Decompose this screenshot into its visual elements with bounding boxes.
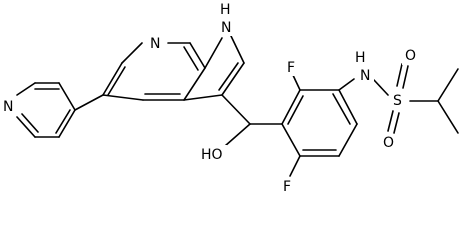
bond: [402, 65, 409, 89]
bond: [21, 113, 39, 133]
bond: [281, 123, 301, 157]
bond: [102, 94, 144, 101]
atom-label-oxygen-upper: O: [405, 48, 416, 64]
bond: [281, 89, 301, 125]
bond: [289, 155, 301, 177]
bond: [221, 62, 245, 96]
bond: [58, 109, 76, 138]
bond: [189, 42, 206, 69]
bond: [204, 37, 223, 69]
bond: [338, 123, 358, 157]
bond: [121, 42, 143, 64]
bond: [224, 123, 251, 147]
bond: [338, 89, 358, 125]
bond: [102, 62, 123, 96]
atom-label-fluoro-top: F: [287, 60, 295, 76]
bond: [230, 35, 245, 64]
atom-label-n-azaindole-ring: N: [150, 36, 160, 52]
bond: [107, 66, 126, 96]
atom-label-sulfonamide-h: H: [355, 50, 366, 66]
atom-label-fluoro-bottom: F: [283, 179, 291, 195]
bond: [183, 67, 206, 101]
bond: [393, 112, 400, 134]
bond: [437, 100, 459, 134]
bond: [218, 62, 239, 91]
atom-label-oxygen-lower: O: [383, 135, 394, 151]
bond: [16, 116, 36, 138]
bond: [58, 82, 76, 111]
bond: [332, 93, 351, 125]
bond: [396, 63, 403, 87]
atom-label-sulfur: S: [393, 93, 402, 109]
bond: [437, 68, 459, 102]
atom-label-sulfonamide-n: N: [360, 68, 370, 84]
atom-label-n-pyridine: N: [3, 99, 13, 115]
bond: [74, 94, 104, 111]
chemical-structure: N N H N HO F F H N S O O: [1, 1, 459, 195]
bond: [338, 78, 355, 91]
atom-label-hydroxyl: HO: [201, 147, 223, 163]
bond: [221, 94, 251, 125]
atom-labels: N N H N HO F F H N S O O: [1, 1, 420, 195]
atom-label-nh-azaindole: H: [220, 2, 231, 18]
atom-label-n-azaindole-pyrrole: N: [221, 20, 231, 36]
bond: [183, 94, 223, 101]
bond: [55, 109, 71, 134]
bond: [16, 82, 36, 96]
bond: [287, 95, 304, 125]
bond: [373, 79, 389, 96]
bond: [183, 46, 199, 71]
bond: [387, 110, 394, 132]
